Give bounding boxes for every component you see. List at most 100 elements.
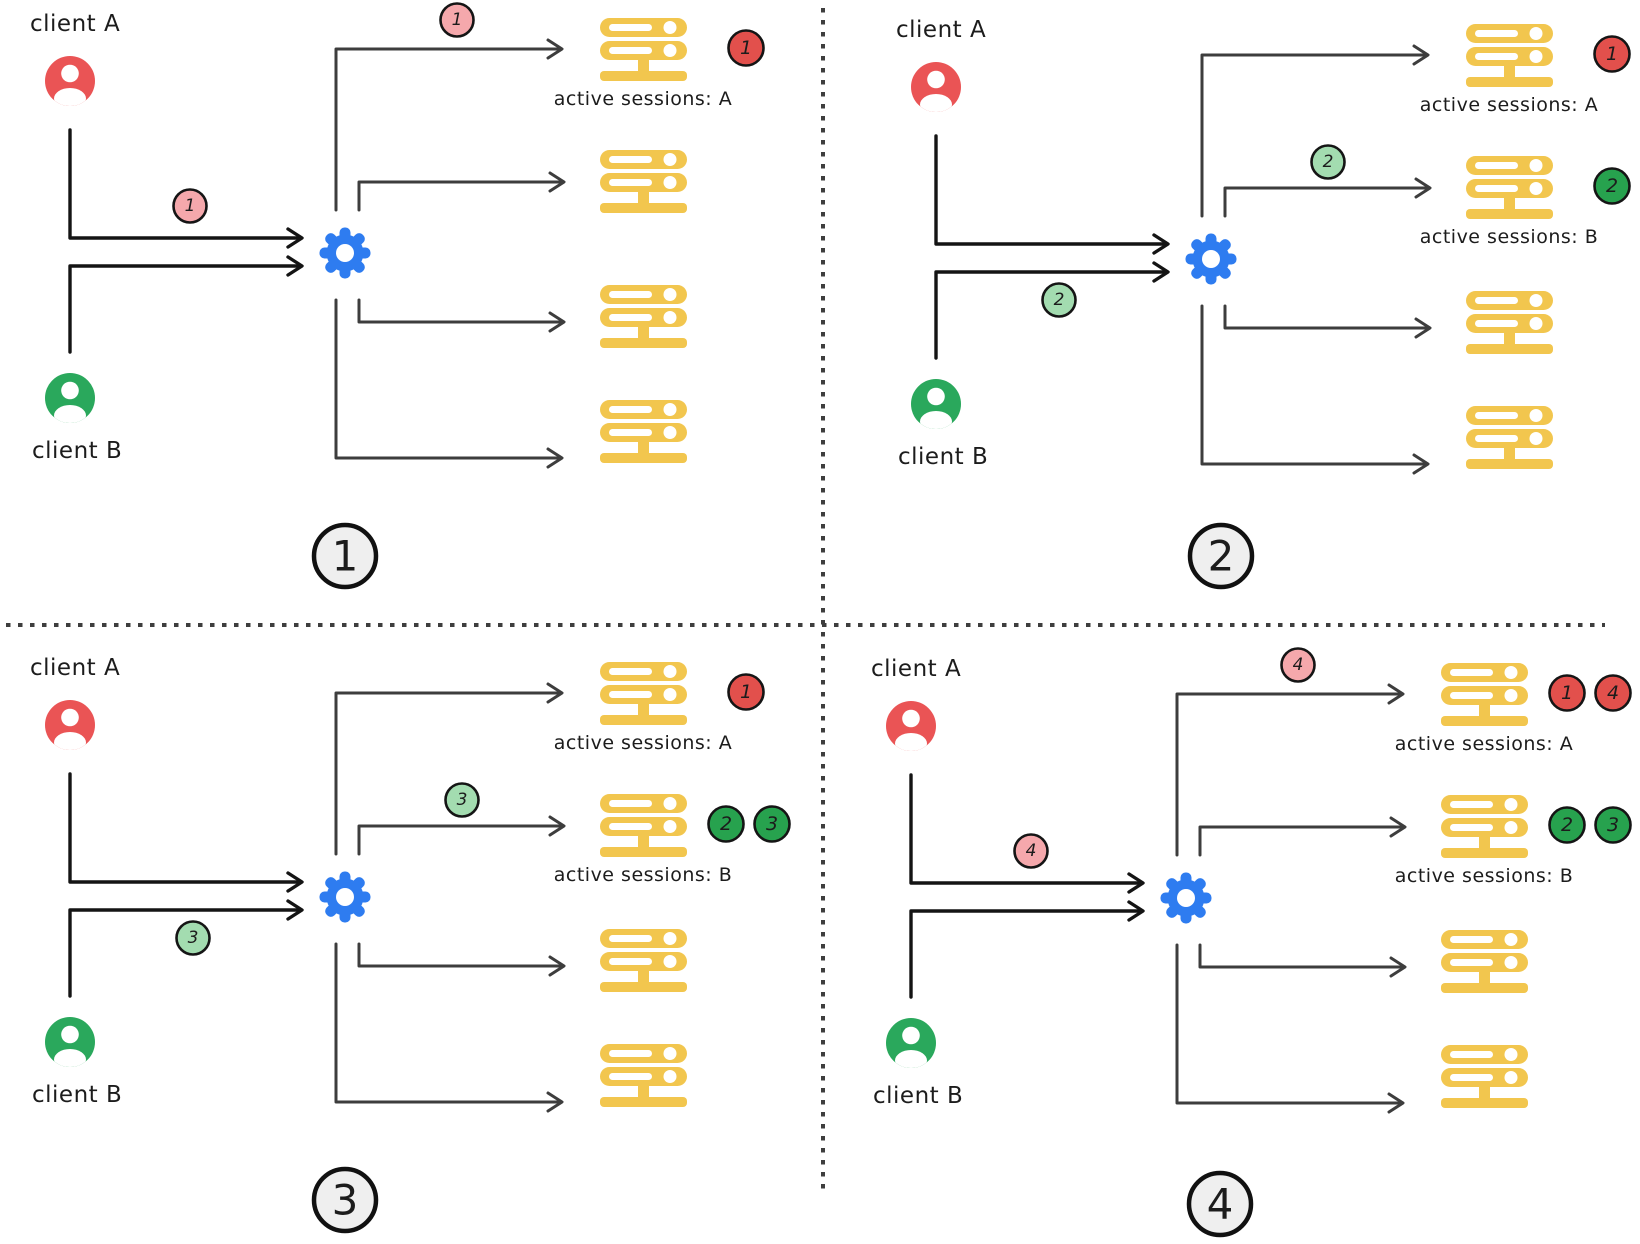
request-token-value: 2 <box>1323 152 1334 172</box>
lb-to-server-2-arrow <box>1223 186 1428 218</box>
request-token-value: 4 <box>1293 655 1304 675</box>
arrowhead-icon <box>548 955 566 977</box>
arrowhead-icon <box>1127 900 1145 922</box>
panel-number-value: 1 <box>332 532 359 581</box>
lb-to-server-1-arrow <box>1175 692 1401 857</box>
server-icon <box>1441 930 1528 993</box>
client-a-user-icon <box>45 56 95 106</box>
client-b-user-icon <box>45 1017 95 1067</box>
lb-to-server-3-arrow <box>357 942 562 968</box>
server-icon <box>600 18 687 81</box>
active-sessions-label: active sessions: A <box>554 732 732 754</box>
lb-to-server-4-arrow <box>1200 304 1426 466</box>
server-icon <box>600 662 687 725</box>
session-badge-value: 2 <box>1606 175 1618 197</box>
session-badge: 4 <box>1594 674 1632 712</box>
server-icon <box>600 794 687 857</box>
client-a-label: client A <box>871 656 961 682</box>
panel-number: 2 <box>1187 522 1255 590</box>
client-b-label: client B <box>898 444 988 470</box>
session-badge: 3 <box>753 805 791 843</box>
session-badge: 1 <box>727 29 765 67</box>
client-a-user-icon <box>886 701 936 751</box>
arrowhead-icon <box>546 447 564 469</box>
client-b-user-icon <box>45 373 95 423</box>
lb-to-server-4-arrow <box>1175 943 1401 1105</box>
lb-to-server-3-arrow <box>1198 943 1403 969</box>
arrowhead-icon <box>1414 177 1432 199</box>
lb-to-server-1-arrow <box>334 47 560 212</box>
lb-to-server-4-arrow <box>334 942 560 1104</box>
client-b-user-icon <box>911 379 961 429</box>
server-icon <box>1441 1045 1528 1108</box>
request-token: 4 <box>1013 833 1049 869</box>
client-b-label: client B <box>32 1082 122 1108</box>
server-icon <box>600 285 687 348</box>
request-token: 1 <box>172 188 208 224</box>
arrowhead-icon <box>1152 261 1170 283</box>
request-token-value: 4 <box>1026 841 1037 861</box>
server-icon <box>1466 291 1553 354</box>
client-a-user-icon <box>911 62 961 112</box>
arrowhead-icon <box>286 255 304 277</box>
session-badge: 3 <box>1594 806 1632 844</box>
server-icon <box>1441 663 1528 726</box>
session-badge-value: 2 <box>720 813 732 835</box>
arrowhead-icon <box>1414 317 1432 339</box>
lb-to-server-2-arrow <box>357 180 562 212</box>
arrowhead-icon <box>548 171 566 193</box>
client-b-request-arrow <box>934 270 1168 360</box>
client-a-request-arrow <box>934 134 1168 246</box>
server-icon <box>1466 24 1553 87</box>
arrowhead-icon <box>546 682 564 704</box>
arrowhead-icon <box>548 815 566 837</box>
active-sessions-label: active sessions: A <box>1395 733 1573 755</box>
arrowhead-icon <box>286 899 304 921</box>
lb-to-server-1-arrow <box>1200 53 1426 218</box>
session-badge-value: 1 <box>740 37 752 59</box>
active-sessions-label: active sessions: B <box>554 864 733 886</box>
server-icon <box>1441 795 1528 858</box>
request-token-value: 1 <box>452 10 463 30</box>
session-badge: 1 <box>727 673 765 711</box>
client-b-label: client B <box>873 1083 963 1109</box>
lb-to-server-1-arrow <box>334 691 560 856</box>
panel-number: 4 <box>1186 1170 1254 1238</box>
client-a-label: client A <box>30 11 120 37</box>
panel-number: 3 <box>311 1166 379 1234</box>
client-a-user-icon <box>45 700 95 750</box>
session-badge-value: 3 <box>1607 814 1619 836</box>
request-token-value: 3 <box>457 790 468 810</box>
panel-number: 1 <box>311 522 379 590</box>
session-badge-value: 3 <box>766 813 778 835</box>
arrowhead-icon <box>546 38 564 60</box>
request-token-value: 3 <box>188 928 199 948</box>
active-sessions-label: active sessions: B <box>1420 226 1599 248</box>
request-token-value: 2 <box>1054 290 1065 310</box>
server-icon <box>600 929 687 992</box>
client-a-label: client A <box>896 17 986 43</box>
arrowhead-icon <box>286 227 304 249</box>
arrowhead-icon <box>1127 872 1145 894</box>
panel-number-value: 2 <box>1208 532 1235 581</box>
arrowhead-icon <box>1387 683 1405 705</box>
load-balancer-gear-icon <box>319 227 371 279</box>
server-icon <box>600 400 687 463</box>
lb-to-server-3-arrow <box>1223 304 1428 330</box>
panel-number-value: 4 <box>1207 1180 1234 1229</box>
server-icon <box>1466 406 1553 469</box>
session-badge: 1 <box>1548 674 1586 712</box>
arrowhead-icon <box>1152 233 1170 255</box>
server-icon <box>600 150 687 213</box>
load-balancer-gear-icon <box>1185 233 1237 285</box>
server-icon <box>1466 156 1553 219</box>
request-token: 1 <box>439 2 475 38</box>
request-token: 3 <box>444 782 480 818</box>
load-balancer-gear-icon <box>319 871 371 923</box>
active-sessions-label: active sessions: A <box>554 88 732 110</box>
